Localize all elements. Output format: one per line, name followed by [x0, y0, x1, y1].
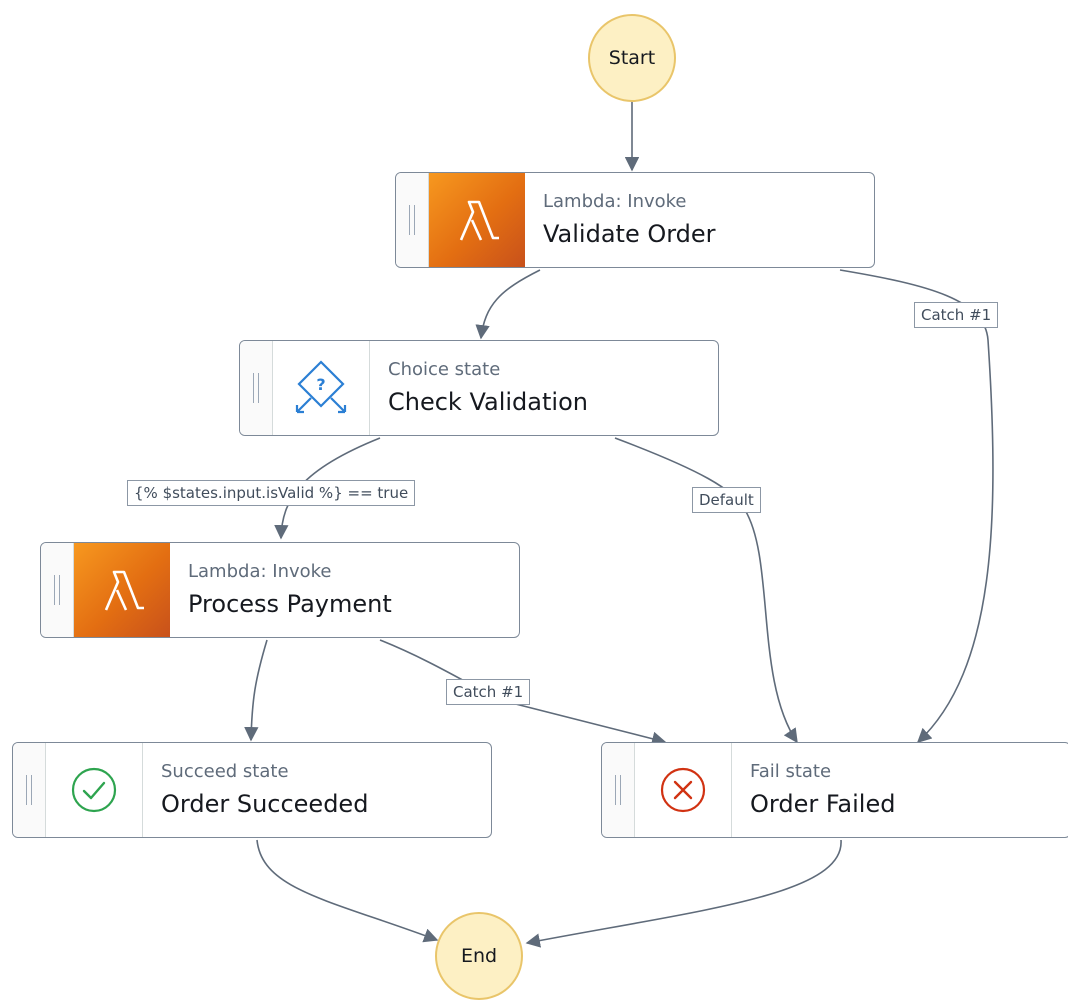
start-label: Start — [608, 47, 656, 69]
state-name: Check Validation — [388, 388, 588, 416]
state-name: Validate Order — [543, 220, 716, 248]
drag-handle[interactable] — [240, 341, 273, 435]
end-label: End — [460, 945, 498, 967]
drag-handle[interactable] — [41, 543, 74, 637]
edge-label-catch-validate[interactable]: Catch #1 — [914, 302, 999, 328]
state-validate-order[interactable]: Lambda: Invoke Validate Order — [395, 172, 875, 268]
end-node[interactable]: End — [435, 912, 523, 1000]
drag-handle[interactable] — [396, 173, 429, 267]
state-order-failed[interactable]: Fail state Order Failed — [601, 742, 1068, 838]
edge-validate-to-check — [475, 269, 541, 340]
edge-label-catch-payment[interactable]: Catch #1 — [446, 679, 531, 705]
edge-check-default-to-fail — [614, 437, 798, 744]
state-name: Order Failed — [750, 790, 896, 818]
drag-handle[interactable] — [602, 743, 635, 837]
state-check-validation[interactable]: ? Choice state Check Validation — [239, 340, 719, 436]
state-type-label: Fail state — [750, 761, 832, 782]
state-type-label: Choice state — [388, 359, 501, 380]
choice-icon: ? — [273, 341, 370, 435]
edge-validate-catch-to-fail — [839, 269, 994, 743]
edge-fail-to-end — [525, 839, 842, 948]
state-type-label: Succeed state — [161, 761, 289, 782]
edge-payment-to-succeed — [244, 639, 268, 742]
edge-label-choice-true[interactable]: {% $states.input.isValid %} == true — [127, 480, 416, 506]
state-type-label: Lambda: Invoke — [188, 561, 332, 582]
edge-succeed-to-end — [256, 839, 439, 943]
check-circle-icon — [46, 743, 143, 837]
edge-label-choice-default[interactable]: Default — [692, 487, 761, 513]
state-process-payment[interactable]: Lambda: Invoke Process Payment — [40, 542, 520, 638]
state-name: Order Succeeded — [161, 790, 369, 818]
state-type-label: Lambda: Invoke — [543, 191, 687, 212]
x-circle-icon — [635, 743, 732, 837]
lambda-icon — [429, 173, 525, 267]
state-order-succeeded[interactable]: Succeed state Order Succeeded — [12, 742, 492, 838]
drag-handle[interactable] — [13, 743, 46, 837]
svg-text:?: ? — [316, 375, 325, 394]
state-name: Process Payment — [188, 590, 392, 618]
start-node[interactable]: Start — [588, 14, 676, 102]
lambda-icon — [74, 543, 170, 637]
